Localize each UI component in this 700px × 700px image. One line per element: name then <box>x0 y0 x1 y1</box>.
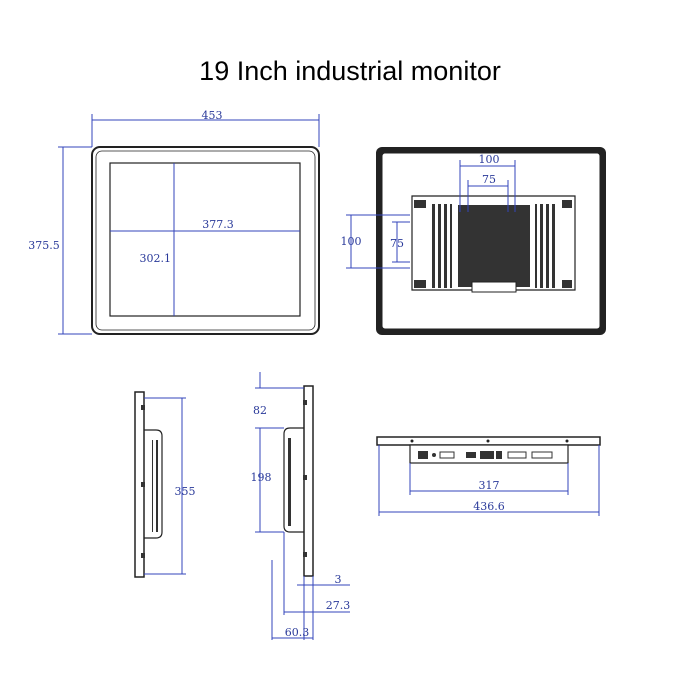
front-screen <box>109 162 301 317</box>
front-bezel-inner <box>95 150 316 331</box>
front-view: 453 375.5 377.3 302.1 <box>28 109 320 335</box>
dim-vesa-inner-v: 75 <box>390 237 404 250</box>
side-view-left: 355 <box>134 391 196 578</box>
vga-port-icon <box>439 451 455 459</box>
heatsink-fins-right <box>535 204 557 288</box>
power-port-icon <box>418 451 428 459</box>
dim-vesa-outer-v: 100 <box>341 235 362 248</box>
dim-front-width: 453 <box>202 109 223 122</box>
side-bezel-right <box>303 385 314 577</box>
dim-bottom-io-width: 317 <box>479 479 500 492</box>
dim-side-top-offset: 82 <box>253 404 267 417</box>
dim-side-bezel-depth: 3 <box>335 573 342 586</box>
dvi-port-icon <box>531 451 553 459</box>
usb-port-icon <box>466 452 476 458</box>
side-fins-left <box>152 440 158 532</box>
dim-screen-width: 377.3 <box>202 218 234 231</box>
side-fins-right <box>287 438 293 526</box>
dim-side-total-depth: 60.3 <box>285 626 310 639</box>
dim-side-body-depth: 27.3 <box>326 599 351 612</box>
diagram-title: 19 Inch industrial monitor <box>199 56 501 86</box>
dim-vesa-outer-h: 100 <box>479 153 500 166</box>
dim-vesa-inner-h: 75 <box>482 173 496 186</box>
serial-port-icon <box>507 451 527 459</box>
hdmi-port-icon <box>480 451 494 459</box>
front-bezel <box>91 146 320 335</box>
heatsink-core <box>458 205 530 287</box>
side-view-right: 82 198 3 27.3 60.3 <box>251 372 351 640</box>
dim-screen-height: 302.1 <box>140 252 172 265</box>
bottom-view: 317 436.6 <box>376 436 601 516</box>
dim-side-height: 355 <box>175 485 196 498</box>
rear-view: 100 75 100 75 <box>341 147 606 335</box>
dim-front-height: 375.5 <box>28 239 60 252</box>
dim-bottom-total-width: 436.6 <box>473 500 505 513</box>
dim-side-bracket-height: 198 <box>251 471 272 484</box>
heatsink-fins-left <box>430 204 452 288</box>
